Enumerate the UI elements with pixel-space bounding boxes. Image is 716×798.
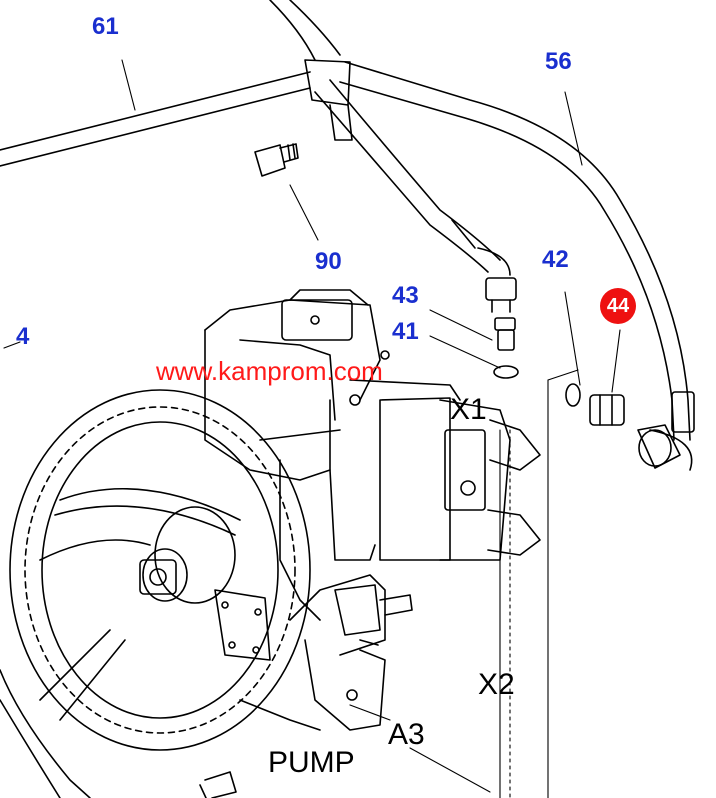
hose-56 (339, 61, 695, 471)
callout-90: 90 (315, 248, 342, 275)
leader-lines (3, 59, 621, 793)
port-lines (499, 369, 579, 798)
callout-61: 61 (92, 13, 119, 40)
watermark-text: www.kamprom.com (156, 356, 383, 386)
flywheel-housing (9, 389, 311, 751)
callout-44-highlight: 44 (600, 288, 636, 324)
hose-clamp (304, 59, 353, 141)
bolt-bottom (199, 771, 237, 798)
callout-43: 43 (392, 282, 419, 309)
callout-42: 42 (542, 246, 569, 273)
component-label-pump: PUMP (268, 746, 355, 779)
frame-line (0, 71, 311, 167)
port-label-x2: X2 (478, 668, 515, 701)
fittings (485, 277, 681, 469)
top-wire (269, 0, 341, 61)
body-outline (0, 669, 91, 798)
bolt-90 (254, 143, 299, 177)
port-label-x1: X1 (450, 393, 487, 426)
callout-56: 56 (545, 48, 572, 75)
callout-41: 41 (392, 318, 419, 345)
port-label-a3: A3 (388, 718, 425, 751)
callout-4: 4 (16, 323, 30, 350)
pump-body (204, 289, 541, 731)
hose-90 (314, 79, 511, 276)
